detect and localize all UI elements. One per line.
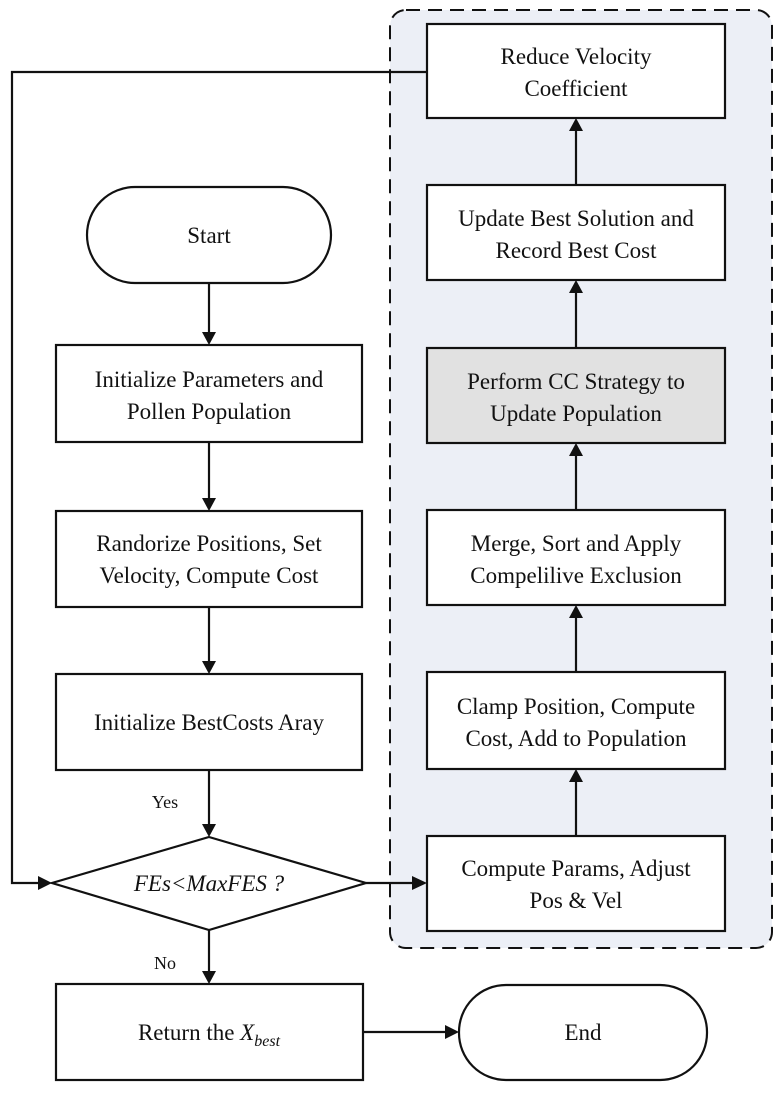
arrowhead: [569, 280, 583, 293]
cc-strategy-node: [425, 346, 727, 445]
loop-group-container: [389, 9, 773, 949]
init-params-line1: Initialize Parameters and: [95, 367, 324, 392]
init-bestcosts-node: [54, 672, 364, 772]
clamp-position-node: [425, 670, 727, 771]
merge-sort-line2: Compelilive Exclusion: [470, 563, 682, 588]
reduce-velocity-line2: Coefficient: [524, 76, 628, 101]
arrowhead: [569, 118, 583, 131]
edge-label-yes: Yes: [152, 792, 178, 812]
arrowhead: [412, 876, 427, 890]
arrowhead: [569, 769, 583, 782]
cc-strategy-line1: Perform CC Strategy to: [467, 369, 685, 394]
randomize-line1: Randorize Positions, Set: [96, 531, 322, 556]
update-best-line1: Update Best Solution and: [458, 206, 694, 231]
start-node: [85, 185, 333, 285]
randomize-node: [54, 509, 364, 609]
init-params-line2: Pollen Population: [127, 399, 292, 424]
cc-strategy-line2: Update Population: [490, 401, 662, 426]
clamp-position-line1: Clamp Position, Compute: [457, 694, 695, 719]
update-best-line2: Record Best Cost: [496, 238, 658, 263]
arrowhead: [569, 605, 583, 618]
compute-params-line2: Pos & Vel: [530, 888, 623, 913]
clamp-position-line2: Cost, Add to Population: [465, 726, 687, 751]
edge-label-no: No: [154, 953, 176, 973]
decision-node: [48, 835, 370, 932]
return-best-label: Return the Xbest: [138, 1020, 281, 1050]
arrowhead: [202, 661, 216, 674]
randomize-line2: Velocity, Compute Cost: [100, 563, 320, 588]
arrowhead: [202, 971, 216, 984]
init-bestcosts-label: Initialize BestCosts Aray: [94, 710, 324, 735]
edge-loop-back: [10, 70, 427, 885]
arrowhead: [202, 824, 216, 837]
reduce-velocity-node: [425, 22, 727, 120]
arrowhead: [202, 498, 216, 511]
merge-sort-node: [425, 508, 727, 607]
init-params-node: [54, 343, 364, 444]
reduce-velocity-line1: Reduce Velocity: [501, 44, 652, 69]
arrowhead: [38, 876, 52, 890]
return-best-symbol: X: [239, 1020, 255, 1045]
compute-params-node: [425, 834, 727, 933]
start-label: Start: [187, 223, 231, 248]
return-best-node: [54, 982, 365, 1082]
return-best-prefix: Return the: [138, 1020, 240, 1045]
arrowhead: [445, 1025, 459, 1039]
update-best-node: [425, 183, 727, 282]
arrowhead: [202, 332, 216, 345]
decision-label: FEs<MaxFES ?: [133, 871, 285, 896]
compute-params-line1: Compute Params, Adjust: [461, 856, 691, 881]
return-best-subscript: best: [254, 1033, 280, 1050]
end-node: [457, 983, 709, 1082]
end-label: End: [564, 1020, 602, 1045]
merge-sort-line1: Merge, Sort and Apply: [471, 531, 682, 556]
arrowhead: [569, 443, 583, 456]
